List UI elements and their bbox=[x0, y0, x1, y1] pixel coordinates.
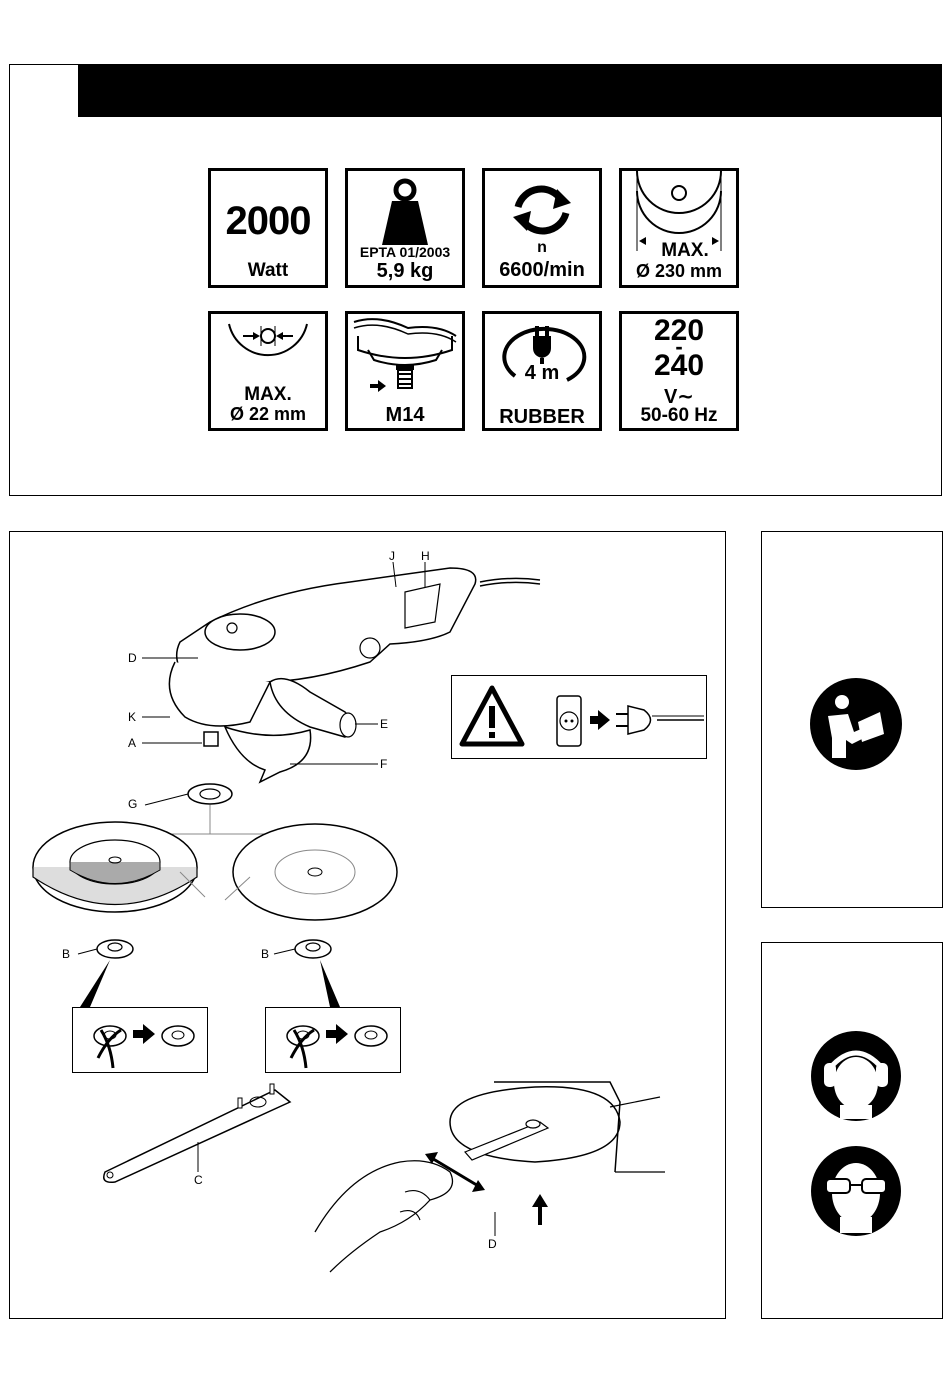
speed-spec: n 6600/min bbox=[482, 168, 602, 288]
label-a: A bbox=[128, 736, 136, 750]
cable-length: 4 m bbox=[485, 362, 599, 385]
flange-detail-right bbox=[265, 1007, 401, 1073]
voltage-high: 240 bbox=[622, 349, 736, 383]
weight-spec: EPTA 01/2003 5,9 kg bbox=[345, 168, 465, 288]
label-j: J bbox=[389, 549, 395, 563]
bore-max-label: MAX. bbox=[211, 384, 325, 406]
disc-diameter-spec: MAX. Ø 230 mm bbox=[619, 168, 739, 288]
bore-max-value: Ø 22 mm bbox=[211, 404, 325, 425]
flange-detail-left bbox=[72, 1007, 208, 1073]
label-g: G bbox=[128, 797, 137, 811]
flange-swap-icon bbox=[73, 1008, 207, 1072]
technical-data-panel: 2000 Watt EPTA 01/2003 5,9 kg n 6600/min bbox=[9, 64, 942, 496]
voltage-spec: 220 - 240 V∼ 50-60 Hz bbox=[619, 311, 739, 431]
cable-type: RUBBER bbox=[485, 406, 599, 429]
power-unit: Watt bbox=[211, 260, 325, 282]
read-manual-icon bbox=[762, 532, 942, 907]
spindle-thread-value: M14 bbox=[348, 404, 462, 427]
power-spec: 2000 Watt bbox=[208, 168, 328, 288]
assembly-drawing-panel: J H D K A E F G B B C D bbox=[9, 531, 726, 1319]
power-value: 2000 bbox=[211, 199, 325, 244]
label-e: E bbox=[380, 717, 388, 731]
label-f: F bbox=[380, 757, 387, 771]
protective-equipment-panel bbox=[761, 942, 943, 1319]
label-c: C bbox=[194, 1173, 203, 1187]
speed-symbol: n bbox=[485, 239, 599, 257]
flange-swap-icon bbox=[266, 1008, 400, 1072]
weight-value: 5,9 kg bbox=[348, 260, 462, 283]
disc-max-label: MAX. bbox=[622, 240, 736, 262]
label-d: D bbox=[128, 651, 137, 665]
grinder-illustration bbox=[10, 532, 725, 1318]
cable-spec: 4 m RUBBER bbox=[482, 311, 602, 431]
label-b-right: B bbox=[261, 947, 269, 961]
speed-value: 6600/min bbox=[485, 259, 599, 282]
unplug-warning-box bbox=[451, 675, 707, 759]
disc-max-value: Ø 230 mm bbox=[622, 261, 736, 282]
read-manual-panel bbox=[761, 531, 943, 908]
spindle-thread-spec: M14 bbox=[345, 311, 465, 431]
eye-protection-icon bbox=[762, 943, 942, 1318]
bore-diameter-spec: MAX. Ø 22 mm bbox=[208, 311, 328, 431]
label-b-left: B bbox=[62, 947, 70, 961]
weight-standard: EPTA 01/2003 bbox=[348, 244, 462, 260]
label-h: H bbox=[421, 549, 430, 563]
frequency: 50-60 Hz bbox=[622, 405, 736, 427]
warning-triangle-icon bbox=[452, 676, 706, 758]
label-d-lower: D bbox=[488, 1237, 497, 1251]
label-k: K bbox=[128, 710, 136, 724]
header-bar bbox=[78, 65, 941, 117]
